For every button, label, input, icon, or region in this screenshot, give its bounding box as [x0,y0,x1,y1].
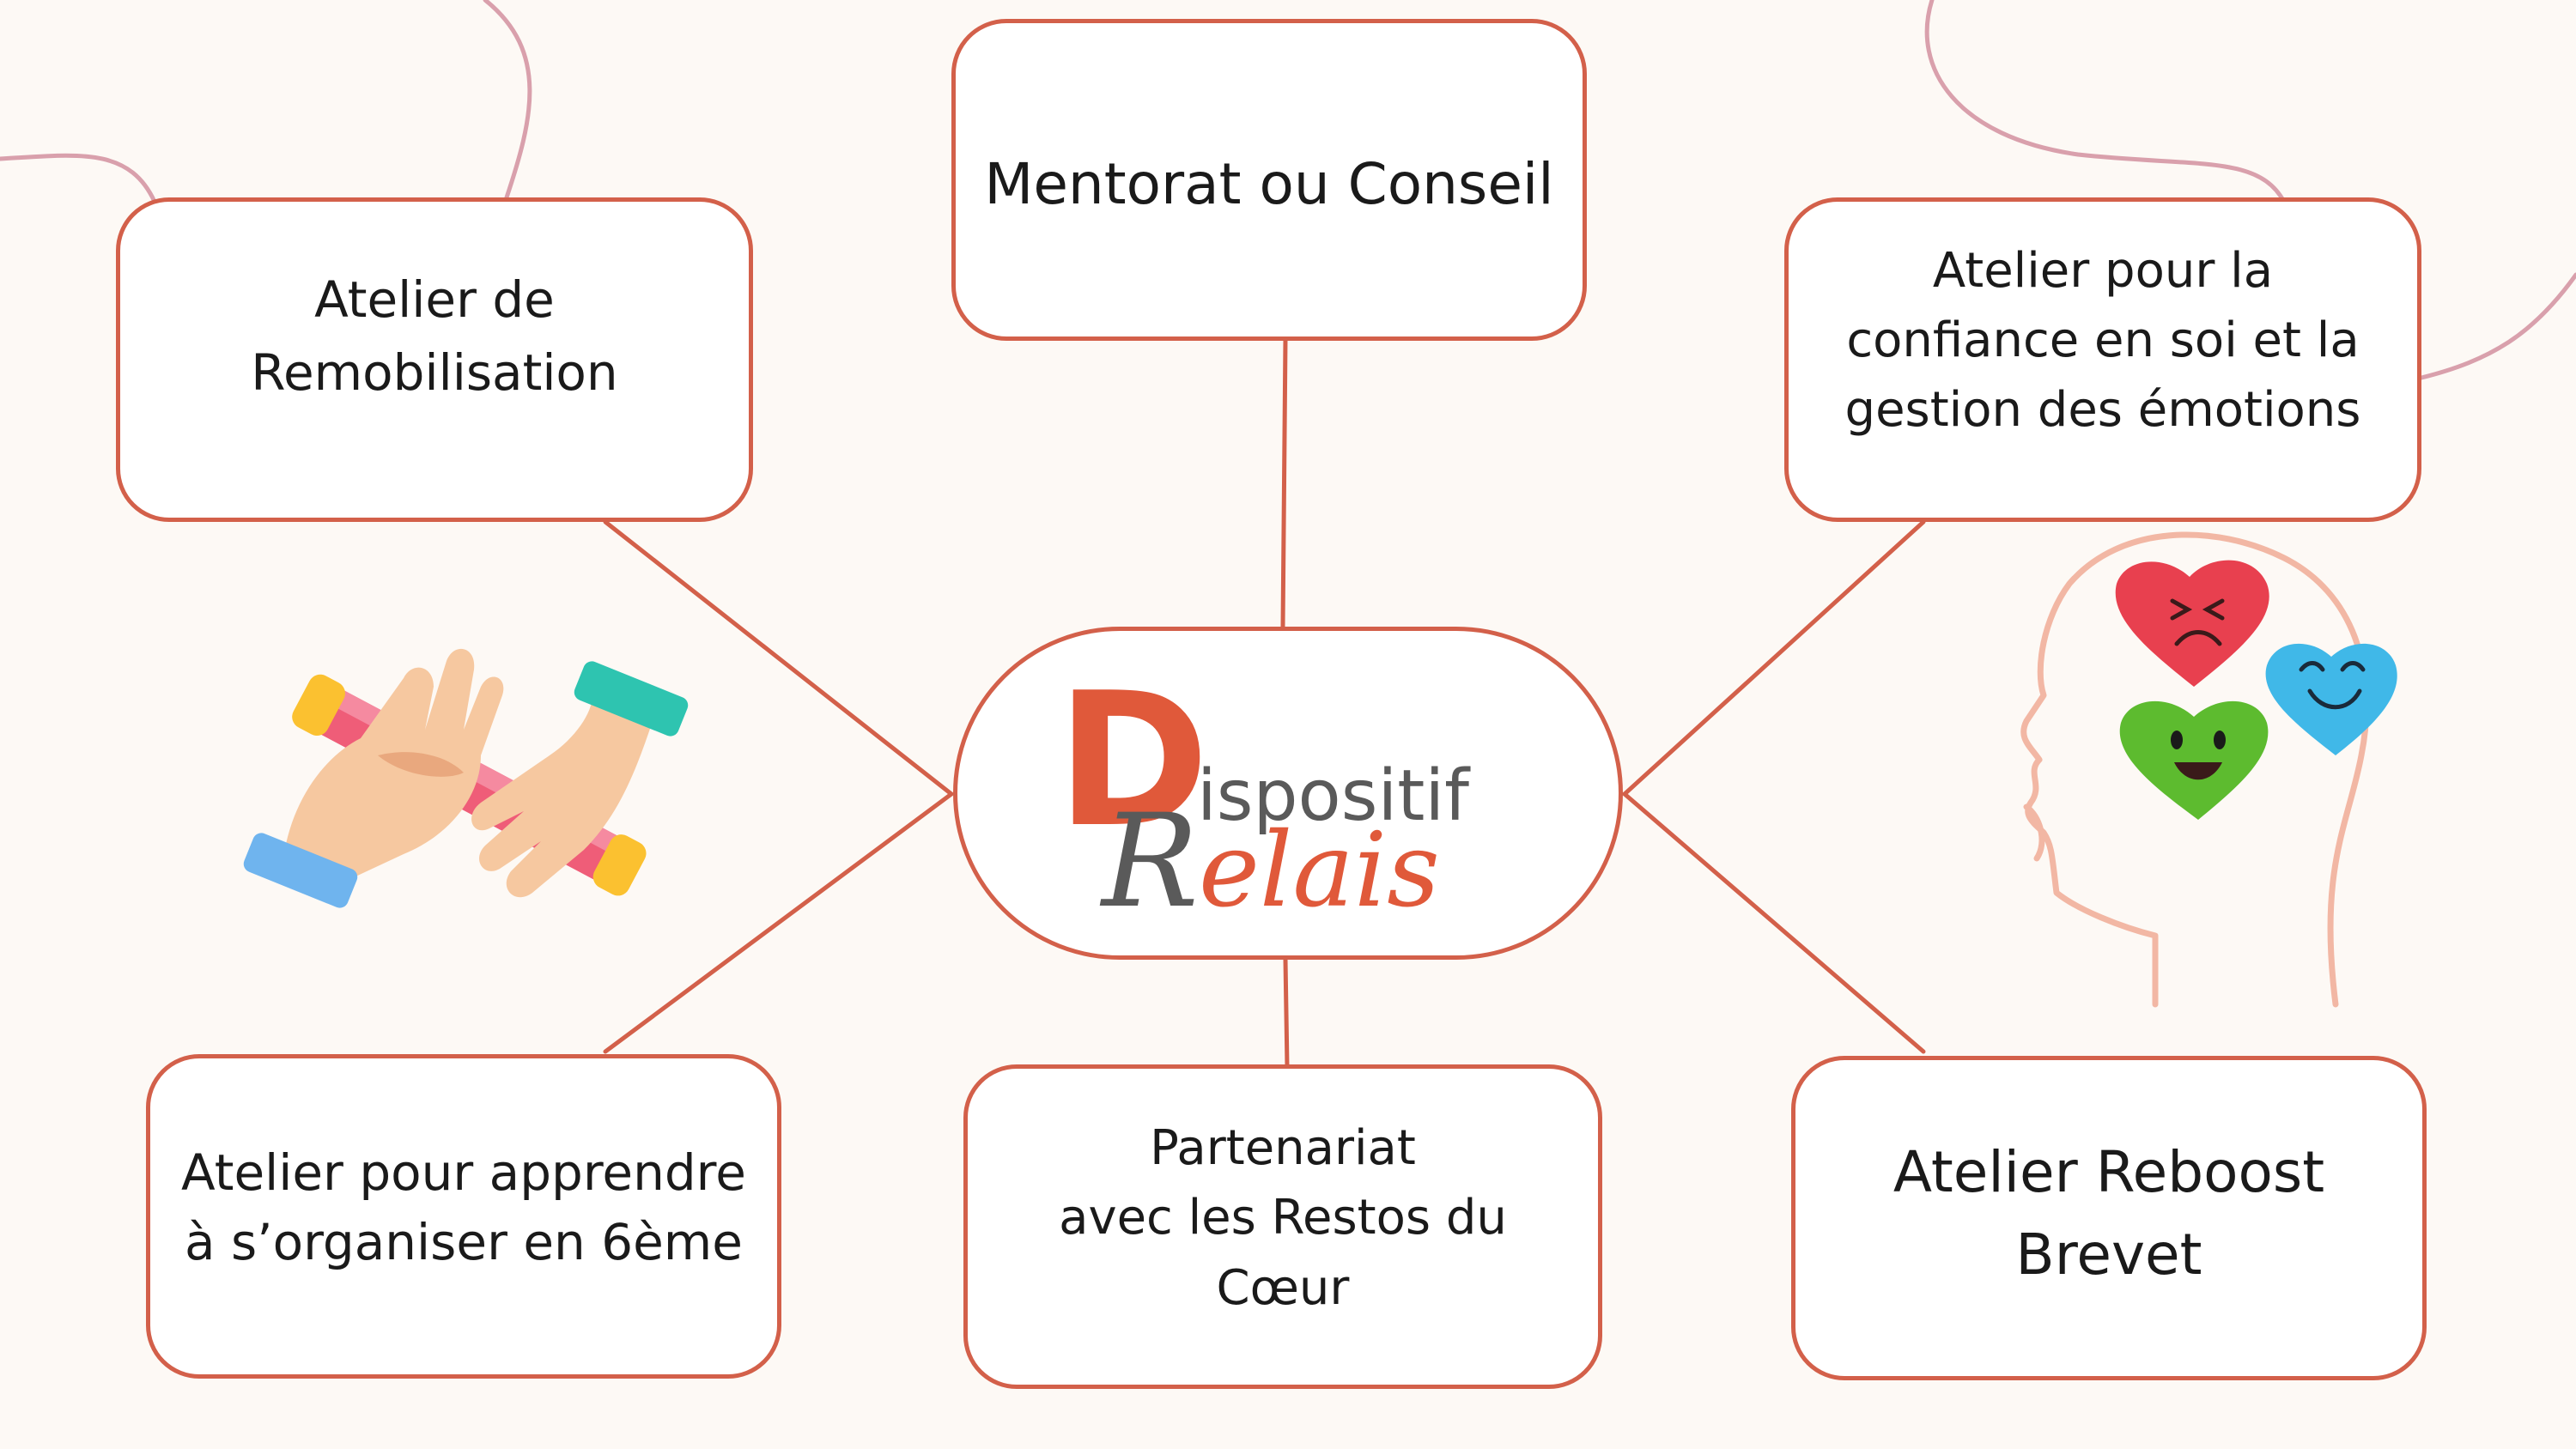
node-restos: Partenariat avec les Restos du Cœur [963,1064,1602,1389]
node-remobilisation: Atelier de Remobilisation [116,197,753,522]
node-reboost-label: Atelier Reboost Brevet [1893,1139,2325,1288]
logo-word-relais: Relais [1099,787,1440,927]
relay-baton-hands-icon [243,648,689,908]
node-mentorat: Mentorat ou Conseil [951,19,1587,341]
logo-word-dispositif: ispositif [1197,755,1471,837]
decor-curve-right [2419,272,2576,380]
decorative-curves [0,0,2576,380]
node-organiser: Atelier pour apprendre à s’organiser en … [146,1054,781,1379]
node-restos-label: Partenariat avec les Restos du Cœur [1059,1120,1507,1316]
logo-graphic: D ispositif Relais [1056,661,1471,927]
connector-confiance [1622,519,1926,797]
decor-curve-top-left-2 [483,0,532,200]
decor-curve-top-left [0,153,157,204]
connectors [603,336,1926,1070]
head-with-emotion-hearts-icon [2020,531,2397,1008]
connector-restos [1283,957,1290,1070]
node-reboost: Atelier Reboost Brevet [1791,1056,2427,1380]
node-remobilisation-label: Atelier de Remobilisation [251,270,618,402]
logo-letter-d: D [1056,661,1209,868]
node-confiance: Atelier pour la confiance en soi et la g… [1784,197,2421,522]
dispositif-relais-logo: D ispositif Relais [1054,661,1535,927]
node-organiser-label: Atelier pour apprendre à s’organiser en … [181,1143,746,1271]
connector-mentorat [1280,336,1288,629]
decor-curve-top-right [1924,0,2287,204]
connector-organiser [603,791,954,1054]
connector-reboost [1622,791,1926,1054]
node-mentorat-label: Mentorat ou Conseil [984,151,1554,217]
connector-remobilisation [603,519,954,797]
node-confiance-label: Atelier pour la confiance en soi et la g… [1844,242,2361,439]
